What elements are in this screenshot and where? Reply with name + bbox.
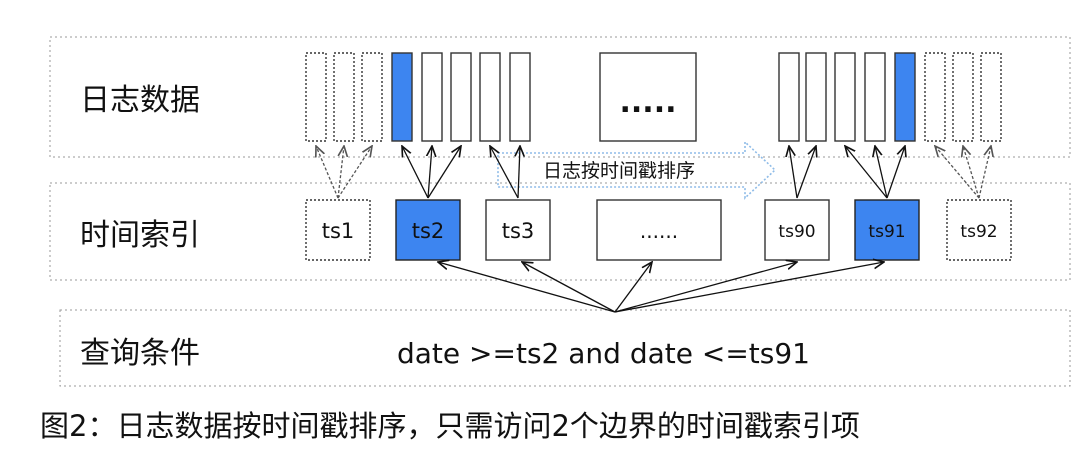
- log-data-row-frame: [49, 36, 1071, 158]
- log-data-label: 日志数据: [80, 83, 200, 118]
- index-box-ts91: [854, 199, 920, 261]
- log-gap-label: .....: [620, 85, 677, 120]
- index-label-ts2: ts2: [412, 219, 445, 243]
- query-condition: date >=ts2 and date <=ts91: [397, 337, 810, 370]
- arrow-query-ts90: [614, 262, 797, 313]
- index-label-ts1: ts1: [322, 219, 355, 243]
- log-cell-highlighted: [391, 52, 413, 142]
- log-cell: [421, 52, 443, 142]
- arrow-ts2-log: [428, 146, 432, 199]
- time-index-row-frame: [49, 182, 1071, 281]
- index-boxes: ts1 ts2 ts3 ...... ts90 ts91 ts92: [305, 199, 1012, 261]
- sort-arrow: [497, 140, 777, 200]
- log-cell: [980, 52, 1002, 142]
- arrow-ts90-log: [796, 146, 816, 199]
- log-cell: [305, 52, 327, 142]
- arrow-ts3-log: [490, 146, 519, 199]
- arrow-ts1-log: [337, 146, 372, 199]
- arrow-query-gap: [614, 262, 652, 313]
- log-cells-left: [305, 52, 531, 142]
- arrow-query-ts2: [438, 262, 616, 313]
- index-box-ts3: [485, 199, 551, 261]
- log-cell: [778, 52, 800, 142]
- query-row-frame: [59, 309, 1071, 387]
- log-cell: [924, 52, 946, 142]
- arrow-ts1-log: [316, 146, 339, 199]
- arrow-ts3-log: [518, 146, 520, 199]
- log-cell: [361, 52, 383, 142]
- index-box-ts2: [395, 199, 461, 261]
- query-label: 查询条件: [80, 336, 200, 371]
- sort-arrow-label: 日志按时间戳排序: [543, 160, 695, 182]
- index-box-ts90: [764, 199, 830, 261]
- log-cell: [834, 52, 856, 142]
- arrow-ts92-log: [963, 146, 980, 199]
- log-gap-box: [599, 52, 697, 142]
- arrow-query-ts91: [614, 262, 884, 313]
- query-to-index-arrows: [438, 262, 884, 313]
- log-cell: [952, 52, 974, 142]
- index-label-ts90: ts90: [778, 222, 815, 242]
- log-cell: [864, 52, 886, 142]
- index-gap-box: [596, 199, 722, 261]
- arrow-ts92-log: [935, 146, 980, 199]
- arrow-ts1-log: [337, 146, 344, 199]
- arrow-ts2-log: [402, 146, 429, 199]
- arrow-ts92-log: [978, 146, 991, 199]
- log-cell: [805, 52, 827, 142]
- log-cell: [333, 52, 355, 142]
- arrow-ts2-log: [427, 146, 461, 199]
- log-cell: [450, 52, 472, 142]
- index-label-ts91: ts91: [868, 222, 905, 242]
- figure-caption: 图2：日志数据按时间戳排序，只需访问2个边界的时间戳索引项: [40, 409, 860, 443]
- arrow-ts91-log: [845, 146, 888, 199]
- log-cells-right: [778, 52, 1002, 142]
- log-cell-highlighted: [894, 52, 916, 142]
- index-label-ts92: ts92: [960, 222, 997, 242]
- index-to-log-arrows: [316, 146, 991, 199]
- index-box-ts92: [946, 199, 1012, 261]
- index-label-ts3: ts3: [502, 219, 535, 243]
- arrow-ts90-log: [789, 146, 798, 199]
- index-gap-label: ......: [640, 219, 678, 243]
- index-box-ts1: [305, 199, 371, 261]
- arrow-ts91-log: [886, 146, 905, 199]
- log-cell: [509, 52, 531, 142]
- arrow-ts91-log: [875, 146, 888, 199]
- arrow-query-ts3: [522, 262, 616, 313]
- time-index-label: 时间索引: [80, 218, 200, 253]
- log-cell: [479, 52, 501, 142]
